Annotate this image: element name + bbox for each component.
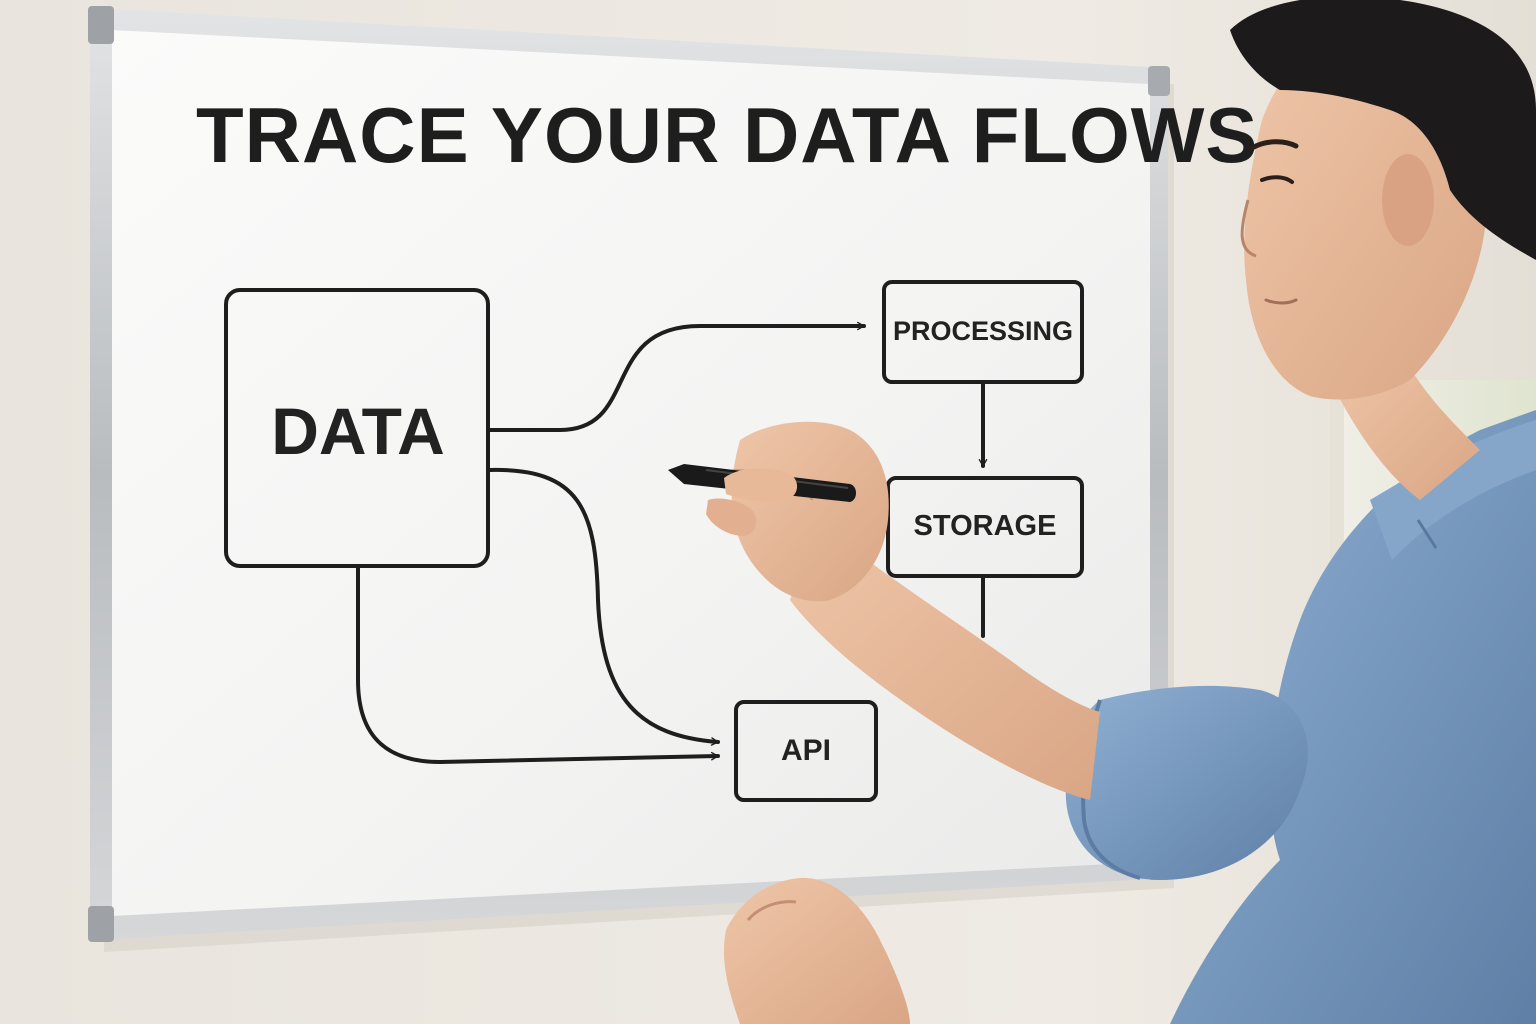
window-frame: [1330, 380, 1344, 710]
frame-corner-bottom-left: [88, 906, 114, 942]
storage-node-label: STORAGE: [913, 510, 1057, 542]
api-node-label: API: [780, 734, 831, 767]
window-light: [1330, 380, 1536, 710]
whiteboard-title: TRACE YOUR DATA FLOWS: [196, 91, 1259, 179]
processing-node-label: PROCESSING: [892, 316, 1074, 346]
arrow-data-to-api-curve: [488, 467, 720, 746]
frame-corner-top-left: [88, 6, 114, 44]
arrow-data-to-api-bottom: [356, 564, 720, 765]
data-node-label: DATA: [271, 394, 445, 468]
frame-corner-top-right: [1148, 66, 1170, 96]
arrow-data-to-processing: [488, 321, 866, 432]
frame-corner-bottom-right: [1148, 852, 1170, 880]
